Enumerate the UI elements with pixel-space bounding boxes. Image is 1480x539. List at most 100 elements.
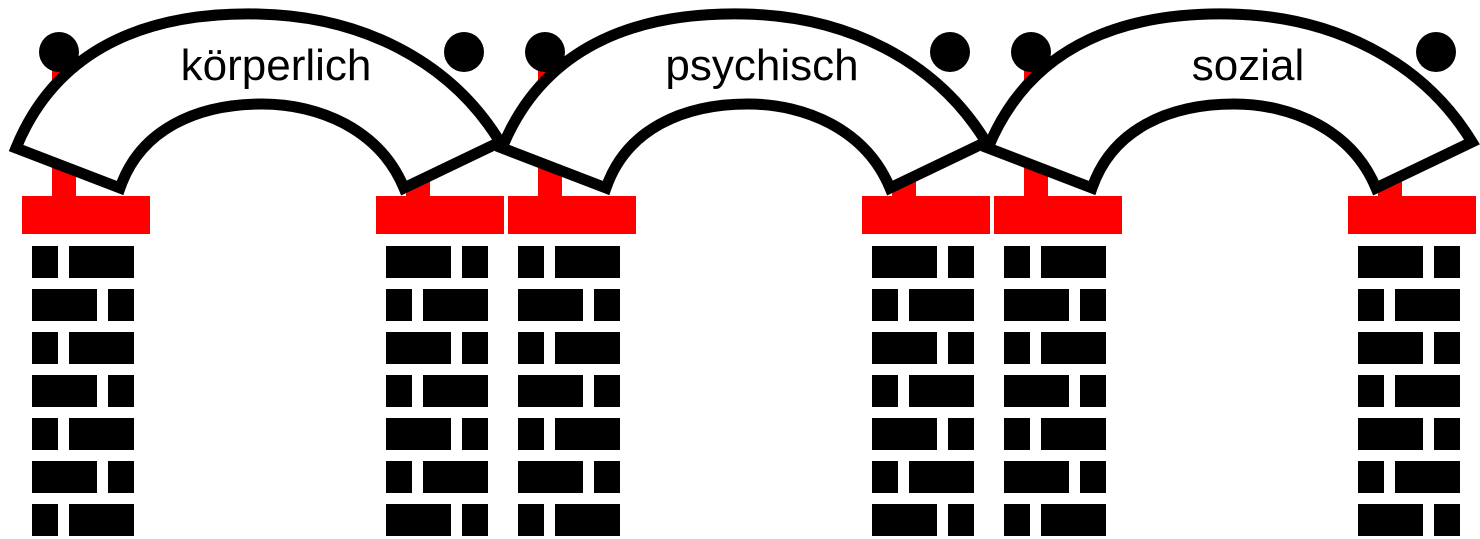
brick (872, 504, 937, 536)
brick (555, 504, 620, 536)
brick (948, 246, 974, 278)
brick (1358, 504, 1423, 536)
brick (948, 418, 974, 450)
brick (948, 504, 974, 536)
brick (1004, 246, 1030, 278)
brick (69, 418, 134, 450)
brick (1004, 461, 1069, 493)
figure-head-icon (39, 32, 79, 72)
pillar-capital (862, 196, 990, 234)
brick (555, 246, 620, 278)
figure-head-icon (444, 32, 484, 72)
brick (108, 289, 134, 321)
brick (32, 418, 58, 450)
brick (1358, 461, 1384, 493)
brick (909, 289, 974, 321)
brick (594, 461, 620, 493)
pillars (22, 70, 1476, 536)
brick (1358, 289, 1384, 321)
arch-psychisch: psychisch (502, 14, 986, 188)
brick (872, 246, 937, 278)
brick (1395, 375, 1460, 407)
figure-head-icon (1011, 32, 1051, 72)
brick (423, 375, 488, 407)
brick (1004, 375, 1069, 407)
brick (518, 246, 544, 278)
brick (69, 504, 134, 536)
brick (108, 375, 134, 407)
brick (1434, 418, 1460, 450)
brick (462, 418, 488, 450)
pillar-capital (22, 196, 150, 234)
brick (386, 418, 451, 450)
brick (518, 461, 583, 493)
brick (1041, 246, 1106, 278)
arches: körperlich psychisch sozial (16, 14, 1472, 188)
brick (386, 289, 412, 321)
arch-label-psychisch: psychisch (665, 41, 858, 90)
brick (1358, 332, 1423, 364)
brick (1358, 418, 1423, 450)
brick (386, 246, 451, 278)
brick (909, 375, 974, 407)
brick (594, 375, 620, 407)
brick (386, 461, 412, 493)
brick (32, 289, 97, 321)
brick (1358, 375, 1384, 407)
brick (948, 332, 974, 364)
brick (462, 504, 488, 536)
brick (1080, 375, 1106, 407)
figure-head-icon (930, 32, 970, 72)
pillar-capital (1348, 196, 1476, 234)
brick (872, 289, 898, 321)
brick (462, 246, 488, 278)
arch-label-koerperlich: körperlich (181, 41, 372, 90)
brick (32, 504, 58, 536)
pillar-capital (376, 196, 504, 234)
arch-koerperlich: körperlich (16, 14, 500, 188)
brick (1358, 246, 1423, 278)
brick (1080, 461, 1106, 493)
brick (1434, 332, 1460, 364)
brick (32, 461, 97, 493)
brick (1434, 246, 1460, 278)
brick (462, 332, 488, 364)
brick (555, 418, 620, 450)
brick (872, 418, 937, 450)
brick (518, 418, 544, 450)
brick (69, 246, 134, 278)
arch-sozial: sozial (988, 14, 1472, 188)
brick (32, 375, 97, 407)
brick (108, 461, 134, 493)
pillar-capital (994, 196, 1122, 234)
brick (1041, 332, 1106, 364)
brick (1041, 504, 1106, 536)
brick (32, 246, 58, 278)
brick (32, 332, 58, 364)
brick (1434, 504, 1460, 536)
brick (1041, 418, 1106, 450)
brick (423, 461, 488, 493)
brick (518, 504, 544, 536)
brick (518, 375, 583, 407)
figure-head-icon (1416, 32, 1456, 72)
pillar-capital (508, 196, 636, 234)
brick (909, 461, 974, 493)
brick (594, 289, 620, 321)
brick (872, 375, 898, 407)
figure-head-icon (525, 32, 565, 72)
brick (1004, 332, 1030, 364)
arch-label-sozial: sozial (1192, 41, 1305, 90)
brick (1004, 289, 1069, 321)
brick (1080, 289, 1106, 321)
brick (423, 289, 488, 321)
brick (1004, 418, 1030, 450)
brick (1004, 504, 1030, 536)
brick (386, 504, 451, 536)
brick (518, 289, 583, 321)
brick (386, 375, 412, 407)
brick (872, 461, 898, 493)
brick (386, 332, 451, 364)
brick (872, 332, 937, 364)
